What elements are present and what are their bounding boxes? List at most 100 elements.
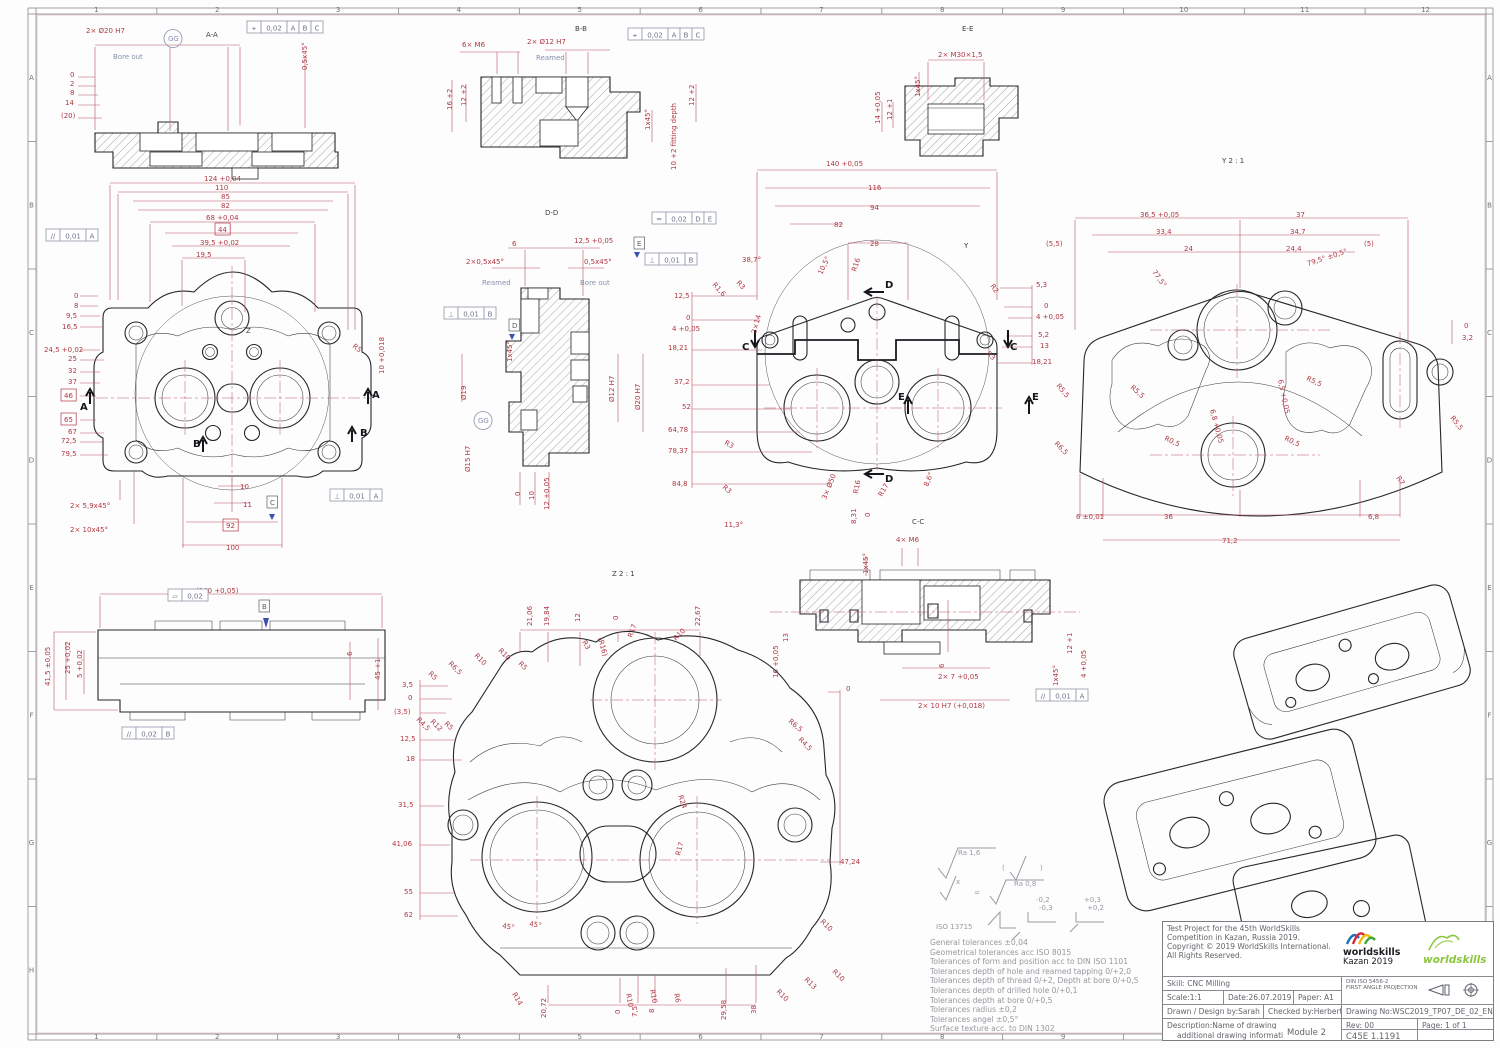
dimension-label: R0,5 [1163, 435, 1181, 449]
dimension-label: 8,31 [850, 508, 858, 524]
dimension-label: 85 [221, 193, 230, 201]
fcf-text: A [672, 32, 677, 40]
dimension-label: 36,5 +0,05 [1140, 211, 1179, 219]
dimension-label: R24 [676, 794, 688, 810]
fcf-text: 0,01 [1055, 693, 1071, 701]
dimension-label: R6,5 [787, 717, 804, 733]
dimension-label: 65 [64, 416, 73, 424]
view-label: Y 2 : 1 [1221, 157, 1244, 165]
dimension-label: 67 [68, 428, 77, 436]
material-cell: C45E 1.1191 [1341, 1029, 1417, 1040]
grid-column-label: 3 [336, 1033, 340, 1041]
dimension-label: 1x45° [914, 76, 922, 97]
dimension-label: ( [1002, 864, 1005, 872]
fcf-cell [181, 588, 209, 602]
fcf-text: ⊥ [334, 493, 340, 501]
fcf-cell [1075, 688, 1089, 702]
dimension-label: 36 [1164, 513, 1173, 521]
dimension-label: 6 [938, 663, 946, 668]
datum-box [258, 599, 270, 613]
grid-column-label: 3 [336, 6, 340, 14]
dimension-label: 12,5 +0,05 [574, 237, 613, 245]
dimension-label: (5) [1364, 240, 1374, 248]
fcf-text: E [708, 216, 712, 224]
dimension-label: 0,5x45° [584, 258, 612, 266]
dimension-label: 2× 7 +0,05 [938, 673, 979, 681]
dimension-label: 22,67 [694, 606, 702, 626]
fcf-text: 0,02 [671, 216, 687, 224]
note-line: Surface texture acc. to DIN 1302 [930, 1024, 1055, 1034]
projection-cell: DIN ISO 5456-2 FIRST ANGLE PROJECTION [1341, 976, 1493, 1004]
view-section-c-c [770, 548, 1080, 701]
dimension-label: 31,5 [398, 801, 414, 809]
dimension-label: 10 +2 fitting depth [670, 103, 678, 170]
grid-column-label: 7 [819, 1033, 823, 1041]
dimension-label: 79,5° ±0,5° [1306, 247, 1348, 268]
dimension-label: 37 [1296, 211, 1305, 219]
grid-row-label: E [29, 584, 33, 592]
note-line: Tolerances depth at bore 0/+0,5 [930, 995, 1053, 1005]
dimension-label: 24,4 [1286, 245, 1302, 253]
grid-column-label: 6 [698, 1033, 703, 1041]
dimension-label: C [270, 499, 275, 507]
dimension-label: 45° [529, 920, 542, 930]
dimension-label: 0 [614, 1010, 622, 1014]
dimension-label: R10 [819, 918, 834, 933]
kazan-logo: worldskills Kazan 2019 [1339, 924, 1419, 976]
dimension-label: 6,5 +0,05 [1276, 379, 1291, 415]
dimension-label: 13 [1040, 342, 1049, 350]
dimension-label: 62 [404, 911, 413, 919]
dimension-label: R10 [672, 627, 687, 642]
dimension-label: R17 [674, 841, 685, 856]
view-detail-y [1074, 217, 1454, 541]
dimension-label: 19,5 [196, 251, 212, 259]
boxed-dimension [222, 518, 239, 532]
dimension-label: 0 [612, 616, 620, 620]
dimension-label: 45 +1 [374, 659, 382, 680]
note-line: Tolerances radius ±0,2 [930, 1005, 1017, 1015]
dimension-label: 8,6° [922, 471, 935, 488]
note-line: General tolerances ±0,04 [930, 938, 1028, 947]
dimension-label: 72,5 [61, 437, 77, 445]
fcf-cell [85, 228, 99, 242]
fcf-text: // [1041, 693, 1046, 701]
grid-column-label: 6 [698, 6, 703, 14]
dimension-label: Bore out [113, 53, 143, 61]
dimension-label: 12 +0,05 [543, 477, 551, 510]
dimension-label: (R16) [596, 636, 609, 657]
dimension-label: R10 [831, 968, 846, 983]
dimension-label: 8 [70, 89, 74, 97]
dimension-label: R4,5 [415, 716, 432, 733]
dimension-label: 18,21 [668, 344, 688, 352]
dimension-label: 5 +0,02 [76, 650, 84, 678]
grid-row-label: F [29, 711, 33, 719]
grid-row-label: A [1487, 74, 1492, 82]
page-cell: Page: 1 of 1 [1417, 1018, 1493, 1029]
section-arrow-label: E [1032, 392, 1039, 403]
description-cell: Description:Name of drawing [1163, 1018, 1341, 1029]
dimension-label: 29,58 [720, 1000, 728, 1020]
fcf-text: B [488, 311, 493, 319]
grid-row-label: C [1487, 329, 1492, 337]
dimension-label: 41,06 [392, 840, 413, 848]
section-arrow-label: C [742, 342, 749, 353]
dimension-label: R6,5 [1053, 440, 1070, 457]
fcf-cell [483, 306, 497, 320]
view-label: C-C [912, 518, 924, 526]
dimension-label: 2× 5,9x45° [70, 502, 110, 510]
dimension-label: 44 [218, 226, 227, 234]
dimension-label: 32 [68, 367, 77, 375]
view-label: A-A [206, 31, 218, 39]
fcf-text: // [51, 233, 56, 241]
dimension-label: R5,5 [1448, 414, 1464, 432]
grid-row-label: B [29, 201, 34, 209]
fcf-cell [161, 726, 175, 740]
view-label: Z [246, 327, 251, 335]
boxed-dimension [60, 412, 77, 426]
dimension-label: 18 [406, 755, 415, 763]
dimension-label: GG [478, 417, 489, 425]
section-arrow-label: E [898, 392, 905, 403]
dimension-label: R3 [723, 439, 735, 451]
